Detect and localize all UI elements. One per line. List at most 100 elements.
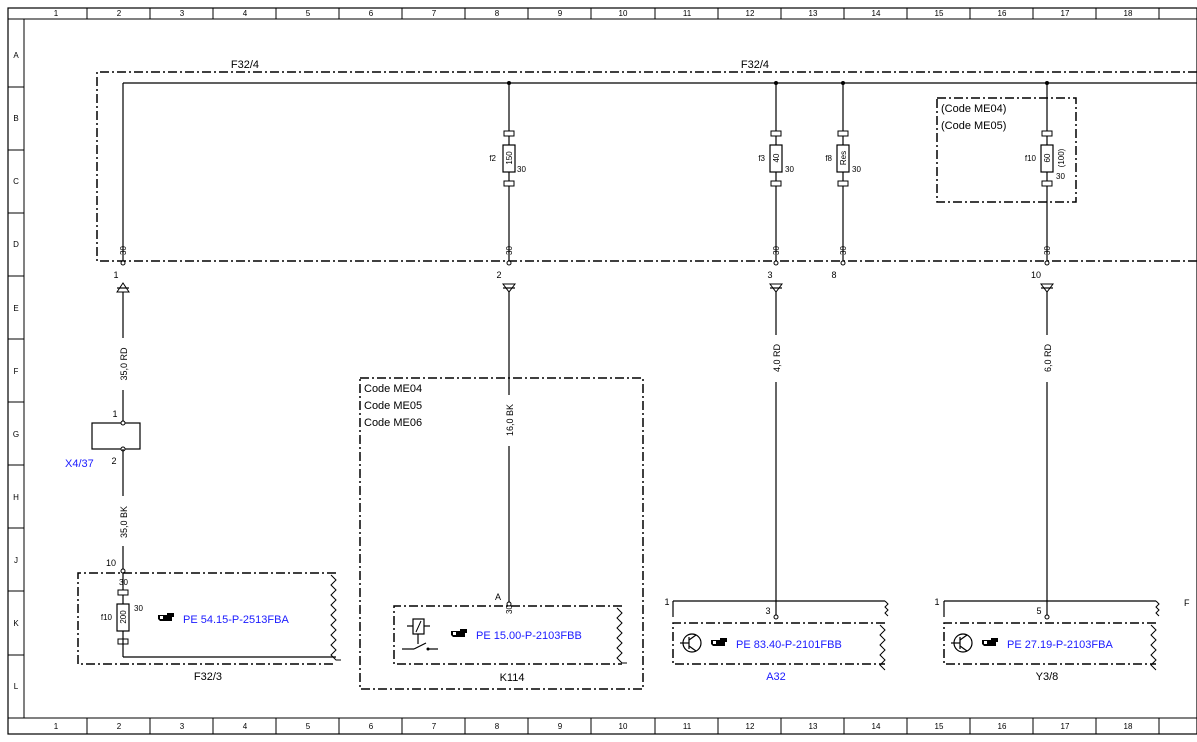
k114-code: Code ME05 xyxy=(364,400,422,412)
component-a32-label: A32 xyxy=(766,671,786,683)
grid-col-label: 15 xyxy=(935,722,944,731)
k114-code: Code ME04 xyxy=(364,383,422,395)
grid-col-label: 10 xyxy=(619,9,628,18)
circuit-y38: 6,0 RD xyxy=(1043,292,1053,617)
grid-col-label: 9 xyxy=(558,722,563,731)
grid-col-label: 2 xyxy=(117,722,122,731)
bus-pin-label: 1 xyxy=(934,597,939,607)
grid-col-label: 7 xyxy=(432,9,437,18)
pointing-hand-icon xyxy=(711,638,727,646)
fuse-rating: Res xyxy=(839,151,848,165)
grid-col-label: 11 xyxy=(683,722,692,731)
grid-col-label: 12 xyxy=(746,9,755,18)
edge-letter: F xyxy=(1184,598,1190,608)
grid-row-label: H xyxy=(13,493,19,502)
fuse-name: f10 xyxy=(1025,154,1037,163)
grid-row-label: E xyxy=(13,304,18,313)
fuse-name: f10 xyxy=(101,613,113,622)
grid-col-label: 6 xyxy=(369,722,374,731)
grid-top-separators xyxy=(86,8,1160,19)
ref-link-f32-3[interactable]: PE 54.15-P-2513FBA xyxy=(183,614,289,626)
fuse-name: f3 xyxy=(758,154,765,163)
pin-label: 30 xyxy=(119,246,128,255)
pin-label: 3 xyxy=(767,270,772,280)
fuse-terminal: 30 xyxy=(785,165,794,174)
circuit-a32: 4,0 RD xyxy=(772,292,782,617)
pointing-hand-icon xyxy=(451,629,467,637)
grid-col-label: 16 xyxy=(998,722,1007,731)
grid-row-label: B xyxy=(13,114,18,123)
circuit-k114: 16,0 BK xyxy=(505,292,515,603)
transistor-icon xyxy=(951,633,973,653)
ref-link-k114[interactable]: PE 15.00-P-2103FBB xyxy=(476,630,582,642)
wire-label: 6,0 RD xyxy=(1043,343,1053,372)
relay-switch-icon xyxy=(402,618,438,651)
fusebox-label-right: F32/4 xyxy=(741,59,769,71)
fuse-rating: 200 xyxy=(119,610,128,624)
fuse-rating: 150 xyxy=(505,151,514,165)
fuse-terminal: 30 xyxy=(134,604,143,613)
fuse-rating: 60 xyxy=(1043,153,1052,162)
pin-label: A xyxy=(495,592,501,602)
ref-link-y3-8[interactable]: PE 27.19-P-2103FBA xyxy=(1007,639,1113,651)
pin-label: 30 xyxy=(1043,246,1052,255)
pin-label: 30 xyxy=(505,246,514,255)
k114-code: Code ME06 xyxy=(364,417,422,429)
feed-pin-1: 30 1 xyxy=(113,246,130,293)
grid-top-columns: 1 2 3 4 5 6 7 8 9 10 11 12 13 14 15 16 1… xyxy=(54,9,1133,18)
grid-col-label: 4 xyxy=(243,722,248,731)
fuse-terminal: 30 xyxy=(852,165,861,174)
grid-col-label: 5 xyxy=(306,9,311,18)
grid-row-label: G xyxy=(13,430,19,439)
ref-link-a32[interactable]: PE 83.40-P-2101FBB xyxy=(736,639,842,651)
fusebox-code: (Code ME04) xyxy=(941,103,1006,115)
pin-label: 10 xyxy=(106,558,116,568)
grid-col-label: 8 xyxy=(495,722,500,731)
grid-row-label: L xyxy=(14,682,19,691)
component-k114: Code ME04 Code ME05 Code ME06 A 30 PE 15… xyxy=(359,377,644,690)
grid-col-label: 16 xyxy=(998,9,1007,18)
grid-col-label: 10 xyxy=(619,722,628,731)
fuse-terminal: 30 xyxy=(517,165,526,174)
grid-col-label: 3 xyxy=(180,9,185,18)
fusebox-f32-4: F32/4 F32/4 (Code ME04) (Code ME05) xyxy=(96,59,1197,262)
component-k114-label: K114 xyxy=(500,672,525,684)
pin-label: 2 xyxy=(496,270,501,280)
fuse-rating-alt: (100) xyxy=(1057,148,1066,167)
pin-label: 2 xyxy=(111,456,116,466)
grid-col-label: 4 xyxy=(243,9,248,18)
grid-col-label: 8 xyxy=(495,9,500,18)
pin-label: 30 xyxy=(772,246,781,255)
grid-left-rows: A B C D E F G H J K L xyxy=(13,51,19,691)
pointing-hand-icon xyxy=(158,613,174,621)
component-f32-3-label: F32/3 xyxy=(194,671,222,683)
grid-col-label: 1 xyxy=(54,9,59,18)
grid-col-label: 12 xyxy=(746,722,755,731)
grid-col-label: 5 xyxy=(306,722,311,731)
grid-col-label: 15 xyxy=(935,9,944,18)
component-y3-8: 1 F 5 PE 27.19-P-2103FBA Y3/8 xyxy=(934,597,1190,683)
bus-pin-label: 1 xyxy=(664,597,669,607)
drawing-frame xyxy=(7,7,1197,735)
grid-col-label: 13 xyxy=(809,9,818,18)
grid-bottom-columns: 1 2 3 4 5 6 7 8 9 10 11 12 13 14 15 16 1… xyxy=(54,722,1133,731)
component-y3-8-label: Y3/8 xyxy=(1036,671,1059,683)
grid-row-label: J xyxy=(14,556,18,565)
pin-label: 8 xyxy=(831,270,836,280)
wire-label: 4,0 RD xyxy=(772,343,782,372)
pin-label: 5 xyxy=(1036,606,1041,616)
connector-x4-37 xyxy=(91,422,141,450)
transistor-icon xyxy=(680,633,702,653)
fuse-f3: 40 f3 30 30 3 xyxy=(758,83,794,280)
connector-arrows xyxy=(502,283,1054,293)
wire-label: 35,0 RD xyxy=(119,347,129,381)
fuse-rating: 40 xyxy=(772,153,781,162)
circuit-left: 35,0 RD 1 2 X4/37 35,0 BK 10 xyxy=(65,292,141,604)
grid-row-label: A xyxy=(13,51,19,60)
grid-col-label: 17 xyxy=(1061,9,1070,18)
wire-label: 35,0 BK xyxy=(119,506,129,538)
pin-label: 10 xyxy=(1031,270,1041,280)
fuse-name: f2 xyxy=(489,154,496,163)
pin-label: 3 xyxy=(765,606,770,616)
pin-label: 1 xyxy=(113,270,118,280)
